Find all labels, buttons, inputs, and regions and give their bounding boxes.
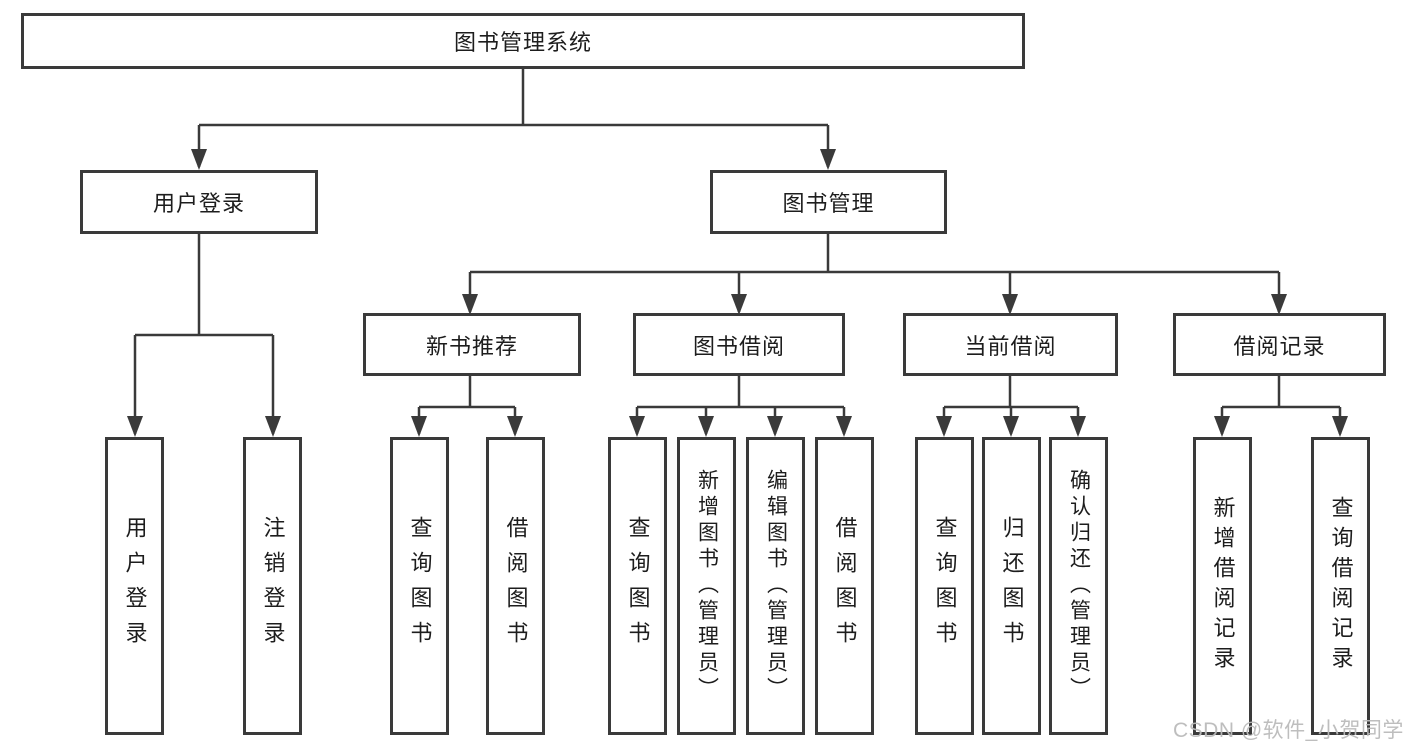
leaf-label: 新增图书（管理员） — [695, 469, 719, 703]
leaf-user-login: 用户登录 — [105, 437, 164, 735]
leaf-logout-login: 注销登录 — [243, 437, 302, 735]
leaf-label: 确认归还（管理员） — [1067, 469, 1091, 703]
leaf-label: 注销登录 — [260, 516, 286, 656]
leaf-label: 查询图书 — [932, 516, 958, 656]
node-label: 图书管理系统 — [453, 30, 592, 55]
leaf-records-query-borrow-record: 查询借阅记录 — [1311, 437, 1370, 735]
node-label: 新书推荐 — [425, 333, 518, 359]
leaf-records-add-borrow-record: 新增借阅记录 — [1193, 437, 1252, 735]
arrowheads — [127, 149, 1348, 437]
leaf-borrowing-add-books-admin: 新增图书（管理员） — [677, 437, 736, 735]
leaf-current-query-books: 查询图书 — [915, 437, 974, 735]
leaf-borrowing-borrow-books: 借阅图书 — [815, 437, 874, 735]
node-user-login: 用户登录 — [80, 170, 318, 234]
node-label: 图书借阅 — [692, 333, 785, 359]
node-label: 图书管理 — [782, 191, 875, 216]
leaf-label: 查询图书 — [625, 516, 651, 656]
node-label: 借阅记录 — [1233, 333, 1326, 359]
leaf-current-return-books: 归还图书 — [982, 437, 1041, 735]
node-book-management: 图书管理 — [710, 170, 947, 234]
csdn-watermark: CSDN @软件_小贺同学 — [1173, 719, 1404, 742]
leaf-borrowing-query-books: 查询图书 — [608, 437, 667, 735]
leaf-label: 用户登录 — [122, 516, 148, 656]
leaf-current-confirm-return-admin: 确认归还（管理员） — [1049, 437, 1108, 735]
node-current-borrowing: 当前借阅 — [903, 313, 1118, 376]
leaf-borrowing-edit-books-admin: 编辑图书（管理员） — [746, 437, 805, 735]
leaf-label: 编辑图书（管理员） — [764, 469, 788, 703]
node-label: 当前借阅 — [964, 333, 1057, 359]
leaf-recommend-query-books: 查询图书 — [390, 437, 449, 735]
leaf-label: 借阅图书 — [503, 516, 529, 656]
node-label: 用户登录 — [152, 191, 245, 216]
leaf-label: 归还图书 — [999, 516, 1025, 656]
leaf-label: 借阅图书 — [832, 516, 858, 656]
leaf-label: 新增借阅记录 — [1210, 496, 1236, 676]
leaf-recommend-borrow-books: 借阅图书 — [486, 437, 545, 735]
node-book-borrowing: 图书借阅 — [633, 313, 845, 376]
leaf-label: 查询借阅记录 — [1328, 496, 1354, 676]
node-new-book-recommendation: 新书推荐 — [363, 313, 581, 376]
leaf-label: 查询图书 — [407, 516, 433, 656]
node-library-management-system: 图书管理系统 — [21, 13, 1025, 69]
node-borrowing-records: 借阅记录 — [1173, 313, 1386, 376]
